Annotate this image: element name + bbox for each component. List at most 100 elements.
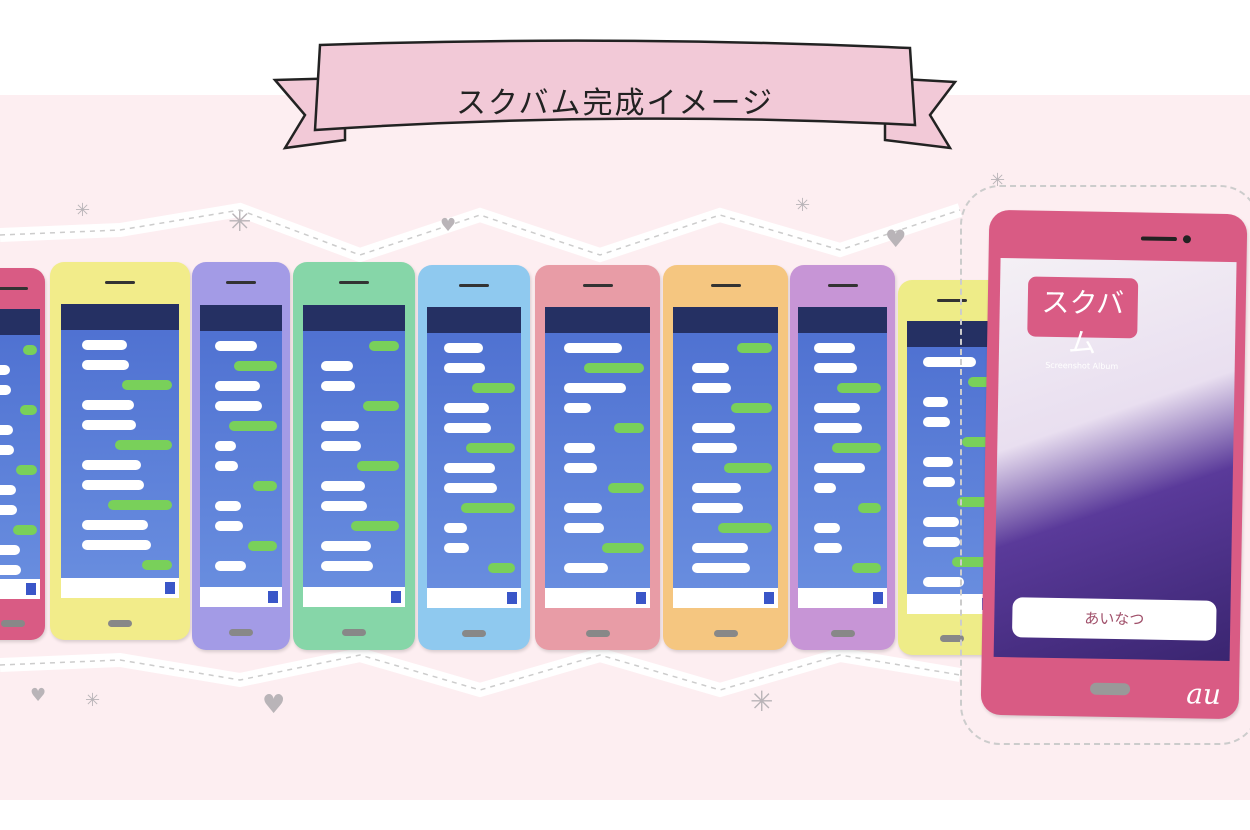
heart-icon: ♥ (440, 215, 457, 236)
sent-message-bubble (228, 420, 278, 431)
message-input-bar (0, 579, 40, 600)
heart-icon: ♥ (885, 225, 907, 253)
chat-screenshot (61, 303, 179, 599)
chat-screenshot (0, 308, 40, 600)
sent-message-bubble (737, 343, 772, 354)
received-message-bubble (321, 440, 362, 451)
logo-subtitle: Screenshot Album (1045, 360, 1119, 372)
speaker (827, 284, 858, 288)
home-button (229, 629, 253, 637)
received-message-bubble (814, 423, 862, 434)
received-message-bubble (814, 403, 861, 414)
received-message-bubble (922, 477, 956, 488)
received-message-bubble (321, 500, 368, 511)
featured-phone-dashed-frame (960, 185, 1250, 745)
album-page-phone (0, 268, 45, 640)
received-message-bubble (82, 539, 151, 550)
received-message-bubble (321, 540, 372, 551)
home-button (342, 629, 366, 637)
received-message-bubble (214, 380, 260, 391)
received-message-bubble (563, 383, 626, 394)
received-message-bubble (814, 543, 842, 554)
featured-phone-cover: スクバム Screenshot Album あいなつ au (980, 209, 1248, 720)
sent-message-bubble (852, 563, 882, 574)
home-button (1089, 682, 1131, 696)
mic-icon (391, 591, 402, 604)
sent-message-bubble (142, 559, 172, 570)
mic-icon (764, 591, 774, 604)
chat-header (906, 321, 997, 348)
sparkle-icon: ✳ (85, 690, 101, 711)
sent-message-bubble (962, 437, 992, 448)
chat-screenshot (302, 304, 406, 608)
speaker (459, 284, 489, 288)
received-message-bubble (691, 543, 748, 554)
album-page-phone (50, 262, 190, 640)
album-page-phone (663, 265, 788, 650)
received-message-bubble (691, 503, 744, 514)
received-message-bubble (563, 403, 592, 414)
received-message-bubble (563, 503, 602, 514)
received-message-bubble (82, 459, 142, 470)
message-input-bar (545, 587, 650, 608)
chat-screenshot (199, 304, 283, 608)
received-message-bubble (922, 537, 961, 548)
sent-message-bubble (122, 379, 172, 390)
speaker (582, 284, 613, 288)
sent-message-bubble (967, 377, 992, 388)
sent-message-bubble (837, 383, 882, 394)
received-message-bubble (691, 563, 750, 574)
received-message-bubble (0, 564, 21, 575)
received-message-bubble (214, 560, 246, 571)
received-message-bubble (563, 443, 596, 454)
sparkle-icon: ✳ (750, 685, 774, 718)
received-message-bubble (443, 403, 490, 414)
album-page-phone (790, 265, 895, 650)
mic-icon (872, 591, 883, 604)
mic-icon (164, 582, 175, 595)
received-message-bubble (214, 520, 243, 531)
received-message-bubble (563, 343, 622, 354)
sent-message-bubble (614, 423, 644, 434)
sent-message-bubble (466, 443, 516, 454)
sent-message-bubble (108, 499, 172, 510)
logo-text: スクバム (1041, 285, 1125, 360)
received-message-bubble (214, 460, 238, 471)
received-message-bubble (443, 523, 468, 534)
message-input-bar (302, 587, 406, 608)
home-button (108, 619, 132, 627)
message-input-bar (673, 587, 778, 608)
sent-message-bubble (460, 503, 516, 514)
album-page-phone (418, 265, 530, 650)
sent-message-bubble (583, 363, 644, 374)
sent-message-bubble (19, 404, 37, 415)
received-message-bubble (214, 500, 241, 511)
banner-title: スクバム完成イメージ (456, 86, 774, 121)
message-input-bar (61, 578, 179, 599)
speaker (710, 284, 741, 288)
sent-message-bubble (22, 344, 37, 355)
chat-screenshot (426, 307, 522, 608)
received-message-bubble (0, 444, 15, 455)
home-button (830, 629, 855, 637)
app-logo: スクバム Screenshot Album (1027, 276, 1139, 371)
received-message-bubble (443, 463, 495, 474)
received-message-bubble (321, 380, 355, 391)
received-message-bubble (0, 504, 18, 515)
received-message-bubble (691, 423, 735, 434)
received-message-bubble (82, 339, 128, 350)
received-message-bubble (814, 523, 840, 534)
received-message-bubble (82, 419, 137, 430)
chat-header (302, 304, 406, 331)
sparkle-icon: ✳ (228, 205, 252, 238)
received-message-bubble (691, 363, 729, 374)
message-input-bar (798, 587, 887, 608)
sent-message-bubble (472, 383, 516, 394)
sparkle-icon: ✳ (795, 195, 811, 216)
sent-message-bubble (252, 480, 278, 491)
received-message-bubble (321, 360, 353, 371)
sent-message-bubble (16, 464, 37, 475)
sent-message-bubble (724, 463, 772, 474)
chat-screenshot (906, 321, 997, 614)
received-message-bubble (443, 543, 470, 554)
